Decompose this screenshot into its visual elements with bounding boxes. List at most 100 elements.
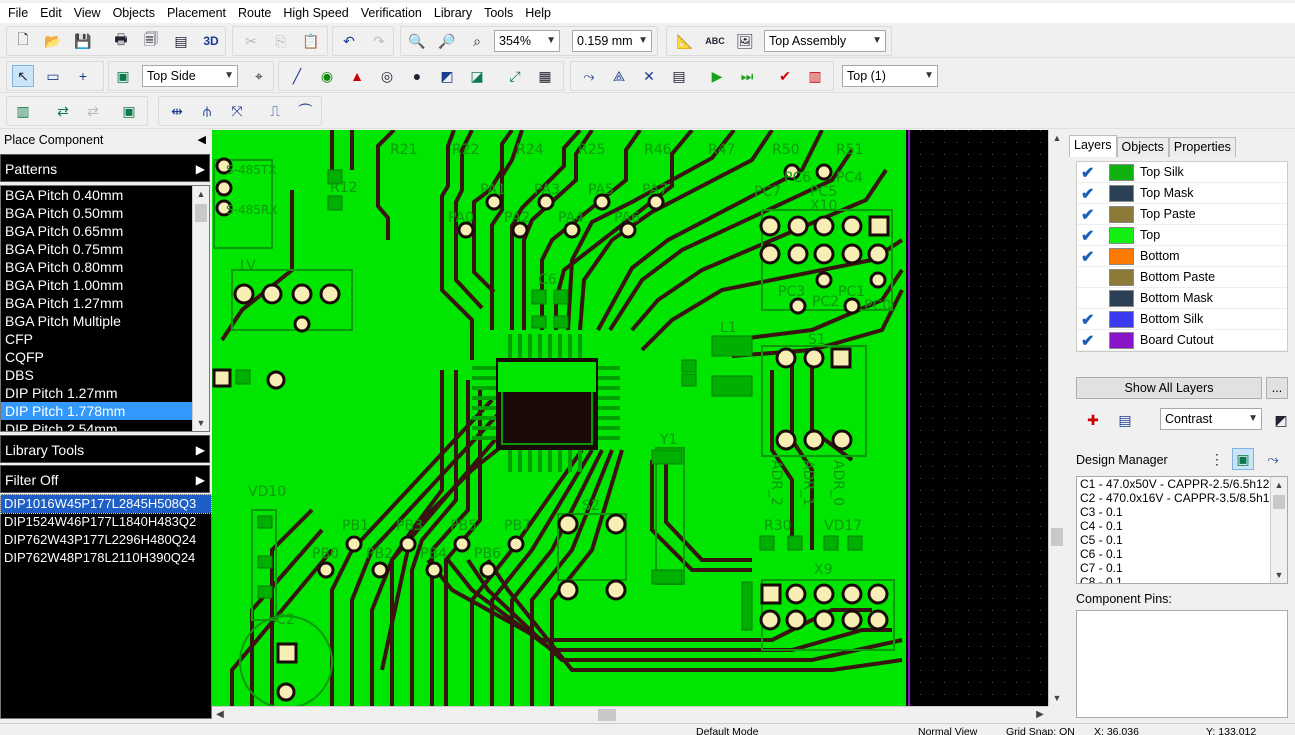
measure-icon[interactable]: ▭ (46, 67, 60, 84)
length-tune-icon[interactable]: ⫛ (202, 102, 212, 119)
zoom-fit-icon[interactable]: ⌕ (473, 32, 481, 49)
menu-tools[interactable]: Tools (484, 6, 514, 20)
pad-icon[interactable]: ◎ (380, 67, 394, 84)
split-icon[interactable]: ⟁ (612, 67, 626, 84)
menu-route[interactable]: Route (238, 6, 272, 20)
layer-row[interactable]: ✔Top Paste (1077, 204, 1287, 225)
collapse-icon[interactable]: ◀ (197, 134, 206, 146)
layer-color-swatch[interactable] (1109, 248, 1134, 265)
netlist-icon[interactable]: ⤳ (583, 67, 595, 84)
print-icon[interactable]: 🖶 (114, 31, 128, 47)
scroll-up-icon[interactable]: ▲ (1052, 133, 1062, 143)
drc-report-icon[interactable]: ▥ (808, 67, 822, 84)
footprint-icon[interactable]: ▥ (16, 102, 30, 119)
pattern-item[interactable]: BGA Pitch 0.75mm (5, 241, 124, 257)
pattern-item[interactable]: DBS (5, 367, 34, 383)
visibility-check-icon[interactable]: ✔ (1081, 165, 1095, 182)
scroll-thumb[interactable] (1051, 528, 1063, 546)
patterns-scrollbar[interactable]: ▲▼ (192, 186, 209, 431)
pattern-item[interactable]: BGA Pitch 0.65mm (5, 223, 124, 239)
open-folder-icon[interactable]: 📂 (44, 32, 62, 49)
design-item[interactable]: C1 - 47.0x50V - CAPPR-2.5/6.5h12 (1080, 477, 1270, 491)
visibility-check-icon[interactable]: ✔ (1081, 333, 1095, 350)
pattern-item[interactable]: BGA Pitch 0.80mm (5, 259, 124, 275)
pattern-item[interactable]: BGA Pitch 1.00mm (5, 277, 124, 293)
drc-check-icon[interactable]: ✔ (779, 67, 791, 84)
design-item[interactable]: C3 - 0.1 (1080, 505, 1123, 519)
layer-color-swatch[interactable] (1109, 332, 1134, 349)
pattern-item[interactable]: DIP Pitch 1.27mm (5, 385, 118, 401)
grid-icon[interactable]: ▦ (538, 67, 552, 84)
dimension-icon[interactable]: 📐 (676, 32, 694, 49)
design-item[interactable]: C5 - 0.1 (1080, 533, 1123, 547)
layer-color-swatch[interactable] (1109, 185, 1134, 202)
run-step-icon[interactable]: ⏭ (740, 67, 754, 84)
crosshair-icon[interactable]: + (78, 68, 88, 84)
pcb-drawing[interactable]: R21 R22 R24 R25 R46 R47 R50 R51 PA1 PA3 … (212, 130, 1048, 706)
design-item[interactable]: C8 - 0.1 (1080, 575, 1123, 584)
layer-row[interactable]: Bottom Mask (1077, 288, 1287, 309)
layer-row[interactable]: ✔Board Cutout (1077, 330, 1287, 351)
save-icon[interactable]: 💾 (74, 32, 92, 49)
design-list-scrollbar[interactable]: ▲▼ (1270, 477, 1287, 583)
scroll-up-icon[interactable]: ▲ (1274, 480, 1284, 490)
report-icon[interactable]: ▤ (174, 32, 188, 49)
library-tools-header[interactable]: Library Tools▶ (0, 435, 210, 463)
crossing-icon[interactable]: ✕ (643, 67, 655, 84)
via-icon[interactable]: ◉ (320, 67, 334, 84)
pattern-item[interactable]: DIP Pitch 1.778mm (1, 402, 193, 420)
board-icon[interactable]: ▣ (122, 102, 136, 119)
disabled-swap-icon[interactable]: ⇄ (87, 102, 99, 119)
pattern-item[interactable]: DIP Pitch 2.54mm (5, 421, 118, 432)
cut-icon[interactable]: ✂ (245, 32, 257, 49)
rotate-icon[interactable]: ⤢ (509, 67, 521, 84)
pattern-item[interactable]: BGA Pitch 0.50mm (5, 205, 124, 221)
grid-select[interactable]: 0.159 mm▼ (572, 30, 652, 52)
print-preview-icon[interactable]: 🗐 (144, 31, 158, 47)
scroll-thumb[interactable] (598, 709, 616, 721)
scroll-down-icon[interactable]: ▼ (1052, 693, 1062, 703)
view-3d-button[interactable]: 3D (203, 34, 219, 48)
pattern-item[interactable]: BGA Pitch 1.27mm (5, 295, 124, 311)
patterns-header[interactable]: Patterns▶ (0, 154, 210, 182)
pattern-item[interactable]: CQFP (5, 349, 44, 365)
show-all-layers-button[interactable]: Show All Layers (1076, 377, 1262, 399)
more-button[interactable]: ... (1266, 377, 1288, 399)
add-layer-icon[interactable]: ✚ (1087, 411, 1099, 428)
side-select[interactable]: Top Side▼ (142, 65, 238, 87)
pcb-canvas[interactable]: R21 R22 R24 R25 R46 R47 R50 R51 PA1 PA3 … (212, 130, 1048, 706)
design-item[interactable]: C7 - 0.1 (1080, 561, 1123, 575)
menu-placement[interactable]: Placement (166, 6, 227, 20)
menu-verification[interactable]: Verification (360, 6, 422, 20)
tree-view-icon[interactable]: ⋮ (1210, 450, 1224, 467)
layer-row[interactable]: ✔Bottom (1077, 246, 1287, 267)
select-pointer-icon[interactable]: ↖ (12, 65, 34, 87)
menu-file[interactable]: File (8, 6, 29, 20)
scroll-down-icon[interactable]: ▼ (1274, 570, 1284, 580)
canvas-horizontal-scrollbar[interactable]: ◀▶ (212, 706, 1048, 723)
filter-header[interactable]: Filter Off▶ (0, 465, 210, 493)
arc-icon[interactable]: ▲ (350, 68, 364, 84)
layer-color-swatch[interactable] (1109, 269, 1134, 286)
menu-library[interactable]: Library (433, 6, 473, 20)
component-pins-list[interactable] (1076, 610, 1288, 718)
clipboard-check-icon[interactable]: ▤ (672, 67, 686, 84)
layer-color-swatch[interactable] (1109, 206, 1134, 223)
scroll-thumb[interactable] (195, 204, 207, 222)
design-item[interactable]: C2 - 470.0x16V - CAPPR-3.5/8.5h1 (1080, 491, 1270, 505)
menu-high-speed[interactable]: High Speed (283, 6, 349, 20)
image-icon[interactable]: 🖼 (736, 32, 754, 49)
scroll-up-icon[interactable]: ▲ (196, 189, 206, 199)
tab-properties[interactable]: Properties (1168, 137, 1236, 157)
pattern-item[interactable]: BGA Pitch Multiple (5, 313, 121, 329)
menu-edit[interactable]: Edit (40, 6, 62, 20)
swap-components-icon[interactable]: ⇄ (57, 102, 69, 119)
assembly-select[interactable]: Top Assembly▼ (764, 30, 886, 52)
layer-color-swatch[interactable] (1109, 164, 1134, 181)
layer-color-swatch[interactable] (1109, 311, 1134, 328)
cross-route-icon[interactable]: ⤧ (231, 102, 243, 119)
copper-pour-icon[interactable]: ◪ (470, 67, 484, 84)
scroll-down-icon[interactable]: ▼ (196, 418, 206, 428)
binoculars-icon[interactable]: ⌖ (255, 67, 263, 84)
